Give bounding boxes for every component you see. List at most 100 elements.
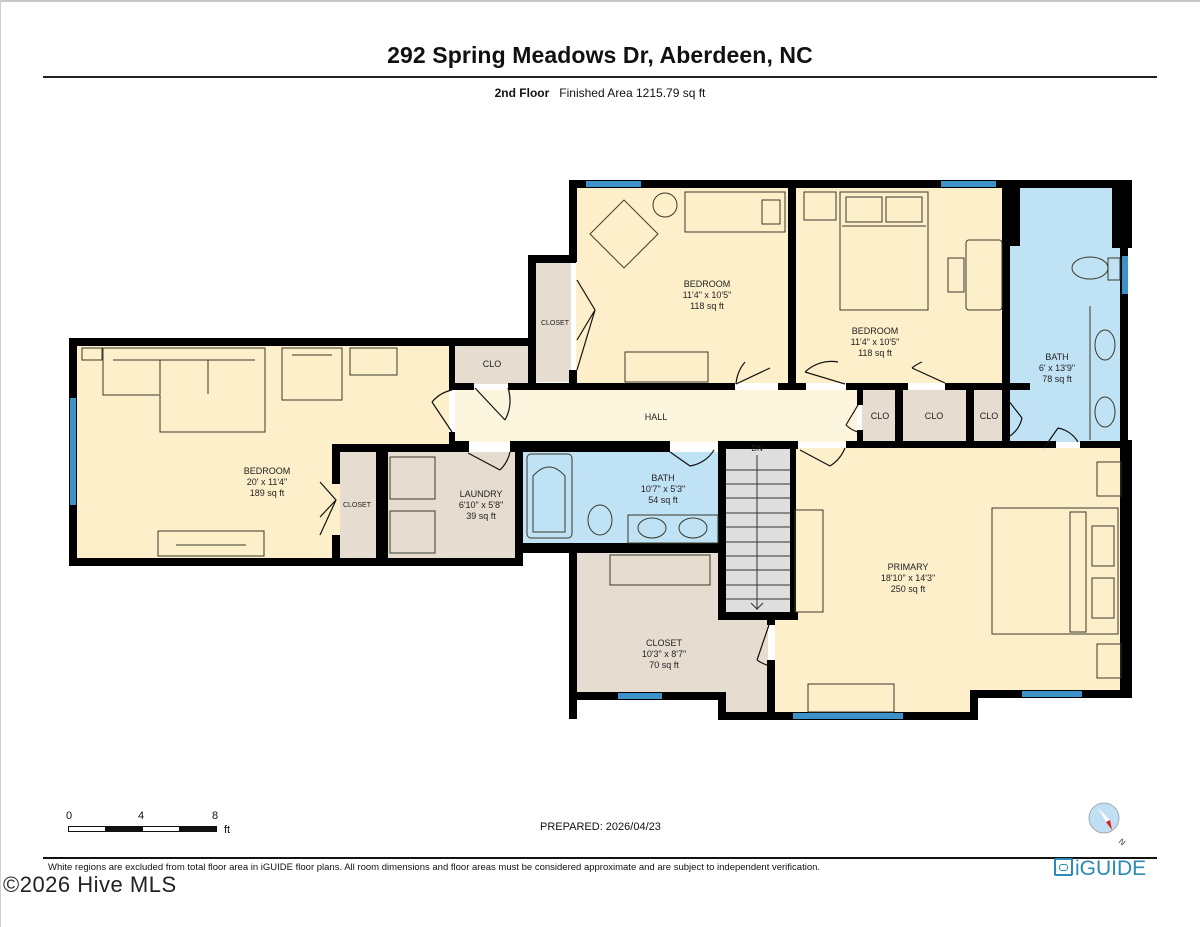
sink-hall-1 [637,517,667,539]
label-primary-name: PRIMARY [888,562,929,572]
iguide-logo: iGUIDE [1054,857,1146,881]
bench-primary [807,683,895,713]
door-swings [319,279,1079,667]
bed-primary [991,507,1119,635]
window-closet [618,693,662,699]
label-bath-ensuite-area: 78 sq ft [1042,374,1072,384]
scale-unit: ft [224,824,231,836]
window-bath-ensuite [1122,256,1128,294]
floor-clo-3 [974,390,1007,442]
stair-treads [726,455,790,610]
tv-stand [157,530,265,557]
walls [69,180,1132,720]
label-laundry-dims: 6'10" x 5'8" [459,500,503,510]
label-primary-area: 250 sq ft [891,584,926,594]
compass-icon: N [1088,802,1126,848]
toilet-hall [587,504,613,536]
sink-hall-2 [678,517,708,539]
nightstand [803,191,837,221]
label-primary-dims: 18'10" x 14'3" [881,573,935,583]
floor-clo-1 [862,390,895,442]
label-clo-3: CLO [980,411,999,421]
iguide-brand-text: iGUIDE [1075,857,1147,880]
title-divider [43,76,1157,78]
label-bath-hall-area: 54 sq ft [648,495,678,505]
label-bath-ensuite-dims: 6' x 13'9" [1039,363,1075,373]
label-bath-hall-name: BATH [651,473,674,483]
dryer [389,456,436,500]
label-bedroom-west-dims: 20' x 11'4" [247,477,288,487]
label-bedroom-north-2-name: BEDROOM [852,326,899,336]
label-laundry-name: LAUNDRY [460,489,503,499]
label-bedroom-north-1-area: 118 sq ft [690,301,724,311]
disclaimer-text: White regions are excluded from total fl… [48,862,821,873]
floor-name: 2nd Floor [494,86,550,100]
sink-ensuite-1 [1094,329,1116,361]
scale-tick-8: 8 [212,810,219,822]
floor-closet-north [535,262,571,382]
window-west [70,398,76,505]
dresser-bedroom-1 [624,351,709,383]
room-labels: BEDROOM 20' x 11'4" 189 sq ft BEDROOM 11… [244,279,1075,670]
floor-bath-ensuite [1010,246,1121,442]
floor-subtitle: 2nd Floor Finished Area 1215.79 sq ft [0,86,1200,100]
floor-primary [775,448,1121,712]
label-bath-hall-dims: 10'7" x 5'3" [641,484,685,494]
label-hall: HALL [645,412,668,422]
label-bedroom-west-name: BEDROOM [244,466,291,476]
page-top-border [0,0,1200,2]
label-closet-walkin-dims: 10'3" x 8'7" [642,649,686,659]
floor-plan: BEDROOM 20' x 11'4" 189 sq ft BEDROOM 11… [69,180,1132,720]
round-table [652,192,678,218]
label-closet-north: CLOSET [541,320,570,327]
bed-bedroom-2 [839,191,929,311]
floor-closet-walkin [576,553,768,712]
floor-clo-hall-west [455,346,530,384]
sectional-sofa [102,347,266,433]
windows [70,181,1128,719]
armchair-rotated [589,199,659,269]
label-closet-walkin-name: CLOSET [646,638,683,648]
floor-shower [1020,188,1112,246]
window-primary-east [1022,691,1082,697]
floor-hall [455,390,857,442]
scale-tick-4: 4 [138,810,145,822]
finished-area: Finished Area 1215.79 sq ft [559,86,706,100]
floor-bath-hall [522,452,718,543]
label-closet-west: CLOSET [343,502,372,509]
furniture [81,191,1122,713]
floor-closet-west [340,452,376,558]
scale-tick-0: 0 [66,810,73,822]
nightstand-primary-1 [1096,461,1122,497]
washer [389,510,436,554]
label-bath-ensuite-name: BATH [1045,352,1068,362]
floor-bedroom-north-1 [576,188,789,383]
label-clo-1: CLO [871,411,890,421]
label-clo-2: CLO [925,411,944,421]
dresser-closet [609,554,711,586]
scale-bar: 0 4 8 ft [66,810,246,840]
page-left-border [0,0,1,927]
window-bedroom-1 [586,181,641,187]
label-bedroom-north-2-dims: 11'4" x 10'5" [851,337,900,347]
property-address-title: 292 Spring Meadows Dr, Aberdeen, NC [387,42,813,68]
label-bedroom-north-1-dims: 11'4" x 10'5" [683,290,732,300]
bed-bedroom-1 [684,191,786,233]
desk [965,239,1003,311]
dresser-primary [794,509,824,613]
window-primary-south [793,713,903,719]
window-bedroom-2 [941,181,996,187]
label-bedroom-north-2-area: 118 sq ft [858,348,892,358]
floor-bedroom-north-2 [795,188,1002,383]
label-bedroom-west-area: 189 sq ft [250,488,285,498]
label-bedroom-north-1-name: BEDROOM [684,279,731,289]
compass-north-label: N [1117,837,1126,848]
sink-ensuite-2 [1094,396,1116,428]
iguide-logo-icon [1054,858,1073,876]
armchair [281,347,343,401]
label-closet-walkin-area: 70 sq ft [649,660,679,670]
nightstand-primary-2 [1096,643,1122,679]
copyright-watermark: ©2026 Hive MLS [3,872,177,897]
side-table [349,347,398,376]
label-laundry-area: 39 sq ft [466,511,496,521]
